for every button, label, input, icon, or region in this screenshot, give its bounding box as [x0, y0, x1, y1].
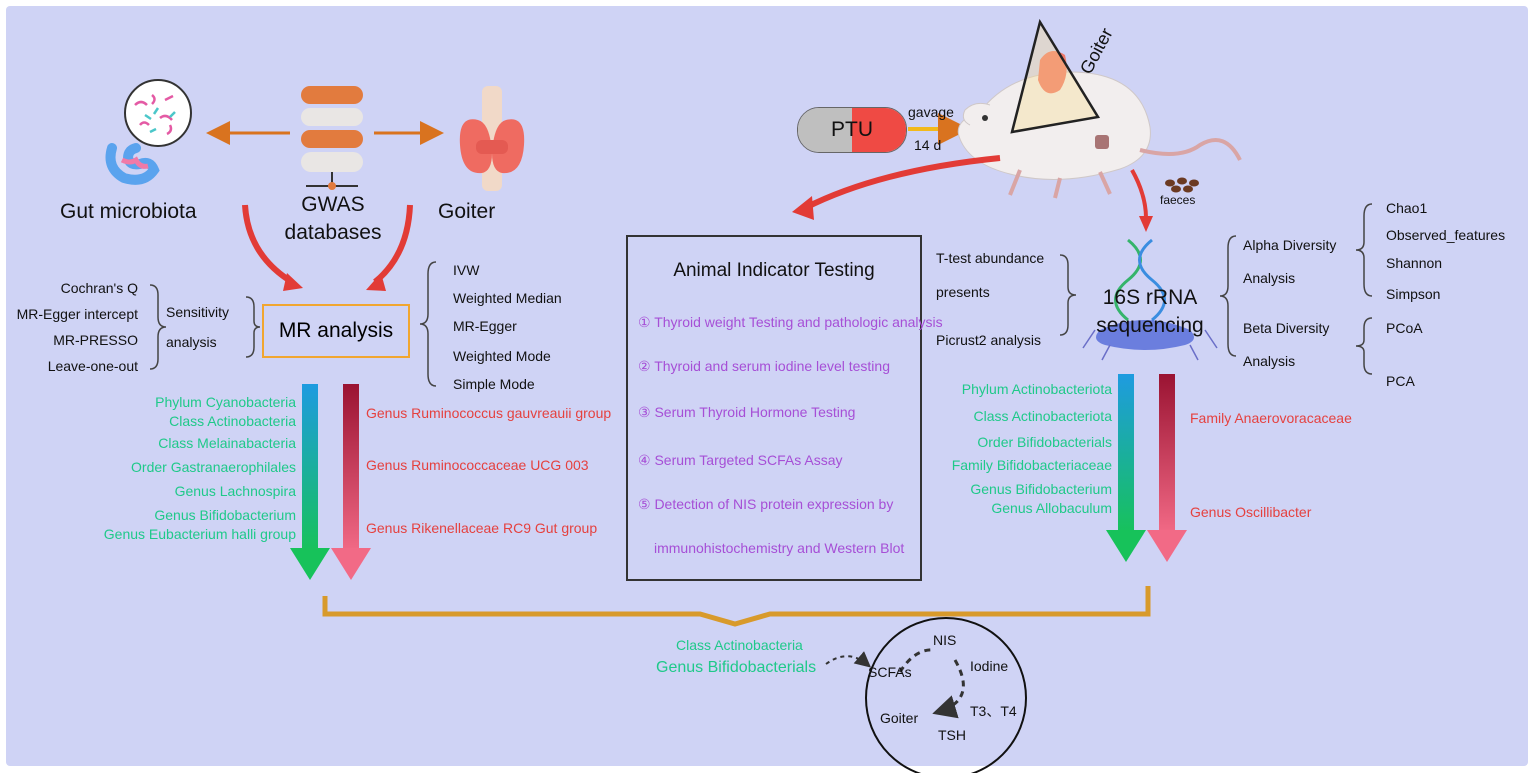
faeces-label: faeces [1160, 193, 1196, 207]
indicator-item: ⑤ Detection of NIS protein expression by [638, 496, 894, 512]
brace-left-analyses [1059, 254, 1077, 336]
database-icon [301, 86, 363, 190]
animal-indicator-title: Animal Indicator Testing [673, 260, 875, 281]
alpha-index: Observed_features [1386, 227, 1506, 243]
cycle-node-goiter: Goiter [880, 710, 919, 726]
enriched-taxon: Genus Bifidobacterium [970, 481, 1112, 497]
depleted-taxon: Family Anaerovoracaceae [1190, 410, 1352, 426]
protective-taxon: Class Melainabacteria [158, 435, 296, 451]
protective-taxon: Genus Lachnospira [174, 483, 296, 499]
alpha-index: Simpson [1386, 286, 1441, 302]
faeces-icon [1165, 177, 1199, 193]
alpha-diversity-line1: Alpha Diversity [1243, 237, 1337, 253]
arrow-risk-taxa [331, 384, 371, 580]
analysis-item: presents [936, 284, 990, 300]
mr-analysis-label: MR analysis [278, 319, 394, 342]
sequencing-label-line1: 16S rRNA [1102, 286, 1198, 309]
enriched-taxon: Genus Allobaculum [991, 500, 1112, 516]
indicator-item: ① Thyroid weight Testing and pathologic … [638, 314, 943, 330]
thyroid-icon [459, 86, 525, 191]
protective-taxon: Genus Eubacterium halli group [103, 526, 296, 542]
gut-microbiota-label: Gut microbiota [60, 200, 197, 223]
mechanism-circle [865, 617, 1027, 773]
mr-method: MR-Egger [453, 318, 517, 334]
protective-taxon: Phylum Cyanobacteria [155, 394, 296, 410]
mr-method: IVW [453, 262, 480, 278]
enriched-taxon: Phylum Actinobacteriota [961, 381, 1112, 397]
alpha-index: Shannon [1386, 255, 1443, 271]
protective-taxon: Class Actinobacteria [169, 413, 296, 429]
cycle-node-t3-t4: T3、T4 [970, 703, 1017, 719]
gwas-label-line1: GWAS [301, 193, 365, 216]
enriched-taxon: Family Bifidobacteriaceae [951, 457, 1112, 473]
sensitivity-label-line2: analysis [166, 334, 217, 350]
cycle-node-scfas: SCFAs [868, 664, 912, 680]
indicator-item: immunohistochemistry and Western Blot [654, 540, 905, 556]
sensitivity-method: Cochran's Q [60, 280, 138, 296]
mr-method: Weighted Median [453, 290, 562, 306]
enriched-taxon: Order Bifidobacterials [977, 434, 1112, 450]
arrow-rat-to-indicator [803, 155, 1001, 211]
cycle-arrow-to-goiter [932, 659, 965, 719]
bottom-merge-bracket [322, 586, 1151, 627]
risk-taxon: Genus Ruminococcaceae UCG 003 [366, 457, 589, 473]
rat-icon [957, 18, 1242, 199]
mr-method: Simple Mode [453, 376, 535, 392]
protective-taxon: Order Gastranaerophilales [131, 459, 296, 475]
arrow-genus-to-scfas [825, 651, 872, 668]
mr-method: Weighted Mode [453, 348, 551, 364]
brace-diversity [1219, 235, 1237, 357]
arrow-protective-taxa [290, 384, 330, 580]
brace-sensitivity-methods [149, 284, 167, 370]
cycle-arrow-scfas-nis [898, 648, 936, 673]
risk-taxon: Genus Rikenellaceae RC9 Gut group [366, 520, 598, 536]
risk-taxon: Genus Ruminococcus gauvreauii group [366, 405, 612, 421]
beta-method: PCoA [1386, 320, 1423, 336]
sensitivity-label-line1: Sensitivity [166, 304, 230, 320]
gavage-label: gavage [908, 104, 954, 120]
analysis-item: Picrust2 analysis [936, 332, 1042, 348]
bottom-class-label: Class Actinobacteria [676, 637, 803, 653]
alpha-diversity-line2: Analysis [1243, 270, 1296, 286]
brace-beta-methods [1355, 317, 1373, 375]
gut-microbiota-icon [105, 79, 192, 185]
cycle-node-nis: NIS [933, 632, 957, 648]
arrow-enriched-taxa [1106, 374, 1146, 562]
protective-taxon: Genus Bifidobacterium [154, 507, 296, 523]
arrow-depleted-taxa [1147, 374, 1187, 562]
brace-mr-methods [419, 261, 437, 387]
animal-indicator-box [626, 235, 922, 581]
dna-sequencing-icon [1082, 238, 1218, 361]
cycle-node-iodine: Iodine [970, 658, 1009, 674]
arrow-rat-to-sequencing [1130, 169, 1148, 219]
gavage-days-label: 14 d [914, 137, 942, 153]
ptu-pill: PTU [797, 107, 907, 153]
sensitivity-method: MR-Egger intercept [16, 306, 138, 322]
brace-sensitivity-analysis [245, 296, 261, 358]
beta-method: PCA [1386, 373, 1415, 389]
mr-analysis-box: MR analysis [262, 304, 410, 358]
goiter-label: Goiter [438, 200, 496, 223]
alpha-index: Chao1 [1386, 200, 1428, 216]
beta-diversity-line1: Beta Diversity [1243, 320, 1330, 336]
indicator-item: ④ Serum Targeted SCFAs Assay [638, 452, 843, 468]
sensitivity-method: Leave-one-out [47, 358, 138, 374]
indicator-item: ② Thyroid and serum iodine level testing [638, 358, 890, 374]
sequencing-label-line2: sequencing [1096, 314, 1204, 337]
gwas-label-line2: databases [284, 221, 382, 244]
sensitivity-method: MR-PRESSO [53, 332, 138, 348]
brace-alpha-indices [1355, 203, 1373, 297]
arrow-red-left-to-mr [242, 204, 294, 285]
enriched-taxon: Class Actinobacteriota [973, 408, 1112, 424]
analysis-item: T-test abundance [936, 250, 1045, 266]
beta-diversity-line2: Analysis [1243, 353, 1296, 369]
bottom-genus-label: Genus Bifidobacterials [656, 659, 817, 676]
ptu-label: PTU [831, 118, 873, 141]
indicator-item: ③ Serum Thyroid Hormone Testing [638, 404, 856, 420]
cycle-node-tsh: TSH [938, 727, 966, 743]
depleted-taxon: Genus Oscillibacter [1190, 504, 1312, 520]
